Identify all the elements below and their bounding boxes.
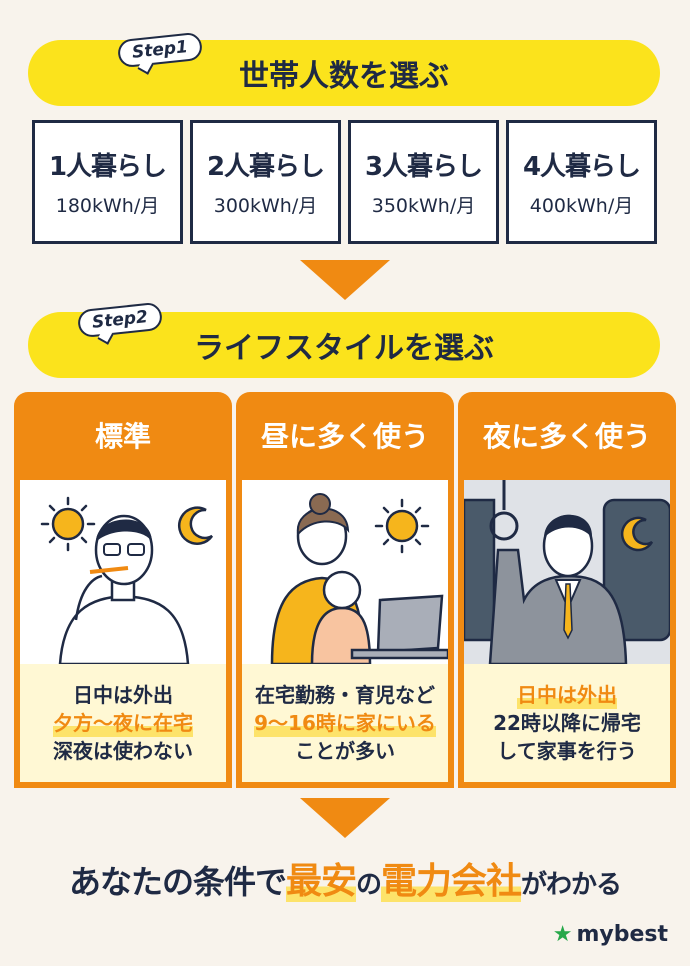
household-usage: 300kWh/月 <box>213 195 318 217</box>
lifestyle-option-night[interactable]: 夜に多く使う 日中は外出 <box>458 392 676 788</box>
moon-icon <box>177 506 214 545</box>
description-line: 日中は外出 <box>73 683 173 707</box>
description-line: して家事を行う <box>497 739 637 763</box>
person-brushing-teeth-illustration <box>20 480 226 664</box>
result-text: がわかる <box>521 870 622 900</box>
lifestyle-options: 標準 <box>14 392 676 788</box>
household-label: 1人暮らし <box>48 152 167 182</box>
businessman <box>488 514 628 664</box>
household-usage: 350kWh/月 <box>371 195 476 217</box>
description-highlight: 9〜16時に家にいる <box>254 709 436 737</box>
household-label: 2人暮らし <box>206 152 325 182</box>
sun-icon <box>374 498 430 554</box>
lifestyle-title: 夜に多く使う <box>482 420 651 453</box>
description-line: 深夜は使わない <box>53 739 193 763</box>
result-message: あなたの条件で最安の電力会社がわかる <box>0 852 690 904</box>
household-options: 1人暮らし 180kWh/月 2人暮らし 300kWh/月 3人暮らし 350k… <box>32 120 658 244</box>
description-highlight: 日中は外出 <box>517 681 617 709</box>
description-highlight: 夕方〜夜に在宅 <box>53 709 193 737</box>
household-label: 4人暮らし <box>522 152 641 182</box>
sun-icon <box>40 496 96 552</box>
moon-icon <box>620 516 654 552</box>
household-option-2[interactable]: 2人暮らし 300kWh/月 <box>190 120 341 244</box>
household-option-1[interactable]: 1人暮らし 180kWh/月 <box>32 120 183 244</box>
result-text: あなたの条件で <box>68 863 287 901</box>
step2-title: ライフスタイルを選ぶ <box>194 331 494 366</box>
lifestyle-title: 昼に多く使う <box>260 420 429 453</box>
lifestyle-description: 日中は外出 22時以降に帰宅 して家事を行う <box>464 664 670 782</box>
brand-name: mybest <box>576 922 668 947</box>
lifestyle-description: 日中は外出 夕方〜夜に在宅 深夜は使わない <box>20 664 226 782</box>
description-line: ことが多い <box>295 739 395 763</box>
household-label: 3人暮らし <box>364 152 483 182</box>
step1-title: 世帯人数を選ぶ <box>239 59 449 94</box>
description-line: 在宅勤務・育児など <box>255 683 435 707</box>
lifestyle-option-daytime[interactable]: 昼に多く使う <box>236 392 454 788</box>
arrow-down-icon <box>300 798 390 838</box>
parent-with-baby-laptop-illustration <box>242 480 448 664</box>
star-icon: ★ <box>552 922 573 947</box>
step1-banner: 世帯人数を選ぶ <box>28 40 660 106</box>
commuter-on-train-illustration <box>464 480 670 664</box>
description-line: 22時以降に帰宅 <box>493 711 641 735</box>
lifestyle-description: 在宅勤務・育児など 9〜16時に家にいる ことが多い <box>242 664 448 782</box>
arrow-down-icon <box>300 260 390 300</box>
hand-strap-icon <box>489 480 519 541</box>
laptop-icon <box>350 594 448 660</box>
brand-logo: ★ mybest <box>553 922 668 947</box>
result-highlight: 電力会社 <box>381 861 522 902</box>
person <box>58 514 190 664</box>
result-text: の <box>355 870 382 900</box>
household-option-3[interactable]: 3人暮らし 350kWh/月 <box>348 120 499 244</box>
household-option-4[interactable]: 4人暮らし 400kWh/月 <box>506 120 657 244</box>
result-highlight: 最安 <box>285 861 357 902</box>
household-usage: 180kWh/月 <box>55 195 160 217</box>
lifestyle-option-standard[interactable]: 標準 <box>14 392 232 788</box>
lifestyle-title: 標準 <box>94 420 151 453</box>
household-usage: 400kWh/月 <box>529 195 634 217</box>
